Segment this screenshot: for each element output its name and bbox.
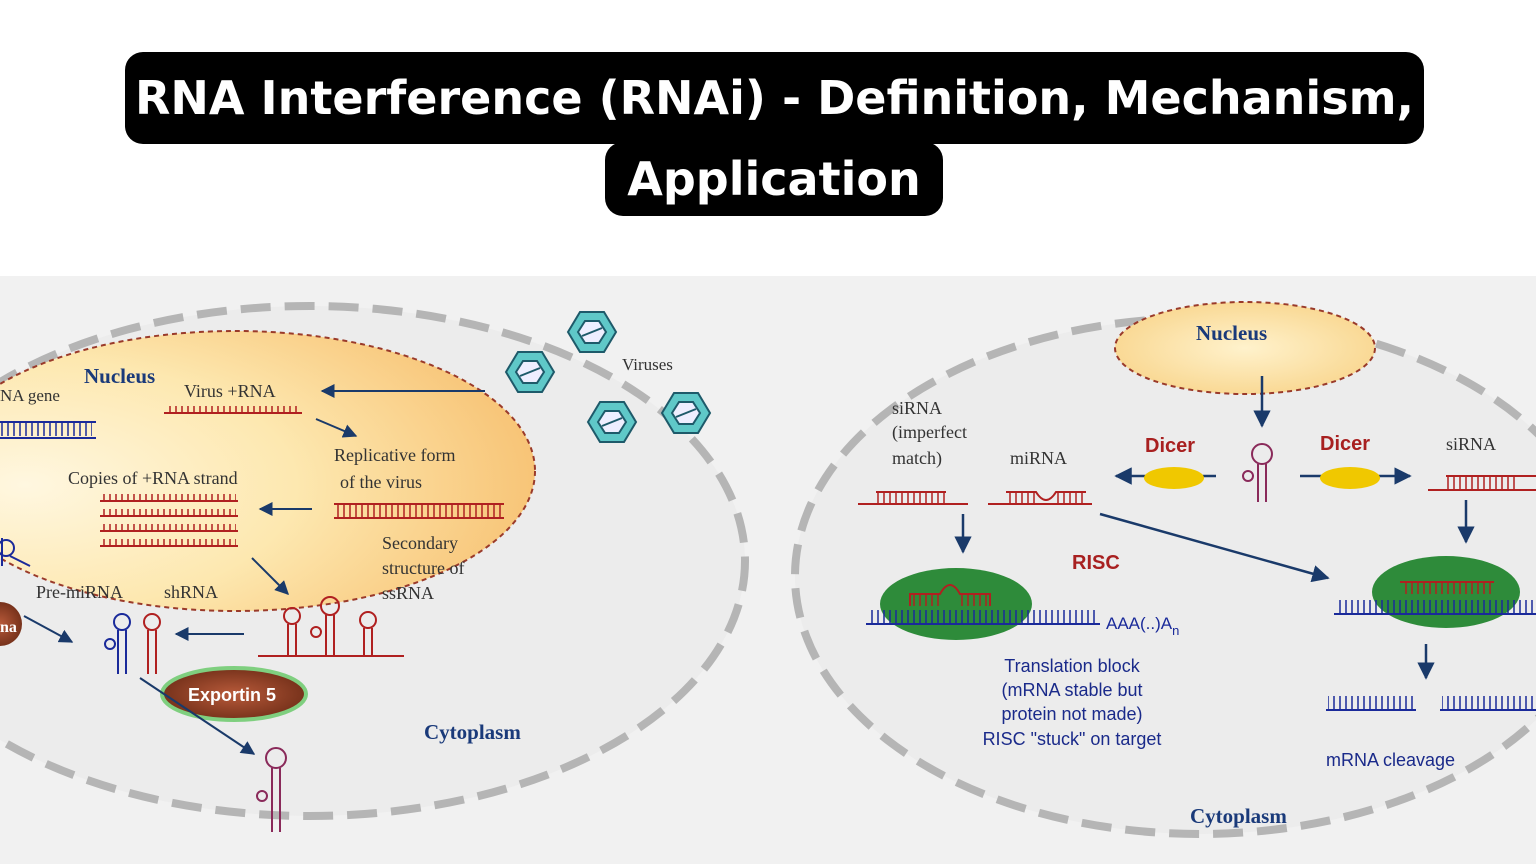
edge-protein xyxy=(0,602,22,646)
label-sirna-left-2: (imperfect xyxy=(892,422,967,443)
rna-gene-strand xyxy=(0,421,96,439)
label-polya: AAA(..)An xyxy=(1106,614,1179,638)
bound-mirna xyxy=(909,584,991,606)
ssrna-secondary-structure xyxy=(258,596,404,657)
mrna-target-left xyxy=(866,610,1100,625)
virus-icon xyxy=(660,392,712,434)
label-shrna: shRNA xyxy=(164,582,218,602)
mirna-duplex xyxy=(988,491,1092,505)
cleaved-mrna-fragments xyxy=(1326,696,1536,711)
label-secondary-3: ssRNA xyxy=(382,583,434,603)
label-mirna: miRNA xyxy=(1010,448,1067,468)
label-sirna-left-3: match) xyxy=(892,448,942,469)
label-translation-block-2: (mRNA stable but xyxy=(1001,680,1142,700)
sirna-duplex-right xyxy=(1428,475,1536,491)
replicative-form-strand xyxy=(334,503,504,519)
label-mrna-cleavage: mRNA cleavage xyxy=(1326,750,1455,770)
bound-sirna xyxy=(1400,581,1494,594)
label-rna-gene: NA gene xyxy=(0,386,60,405)
label-sirna-right: siRNA xyxy=(1446,434,1496,454)
arrow-to-replicative xyxy=(315,418,358,438)
edge-hairpin xyxy=(0,538,31,567)
right-panel: Nucleus Dicer Dicer siRNA (imperfect mat… xyxy=(791,301,1536,838)
label-secondary-2: structure of xyxy=(382,558,464,578)
label-right-nucleus: Nucleus xyxy=(1196,321,1267,345)
left-panel: Viruses Nucleus NA gene Virus +RNA Repli… xyxy=(0,302,749,832)
precursor-hairpin xyxy=(1242,443,1273,502)
label-viruses: Viruses xyxy=(622,355,673,374)
arrow-to-secondary xyxy=(251,557,289,595)
label-virus-rna: Virus +RNA xyxy=(184,381,276,401)
label-left-cytoplasm: Cytoplasm xyxy=(424,720,521,744)
rna-copies-strands xyxy=(100,494,238,547)
label-sirna-left-1: siRNA xyxy=(892,398,942,418)
mrna-target-right xyxy=(1334,600,1536,615)
label-right-cytoplasm: Cytoplasm xyxy=(1190,804,1287,828)
label-exportin: Exportin 5 xyxy=(188,685,276,705)
right-nucleus xyxy=(1114,301,1376,395)
virus-icon xyxy=(504,351,556,393)
title-text-2: Application xyxy=(627,152,921,206)
virus-icon xyxy=(586,401,638,443)
virus-rna-strand xyxy=(164,406,302,414)
risc-complex-left xyxy=(880,568,1032,640)
title-text-1: RNA Interference (RNAi) - Definition, Me… xyxy=(135,71,1414,125)
page-title-line-1: RNA Interference (RNAi) - Definition, Me… xyxy=(125,52,1424,144)
label-replicative-1: Replicative form xyxy=(334,445,455,465)
exportin-5 xyxy=(160,666,308,722)
label-secondary-1: Secondary xyxy=(382,533,458,553)
rnai-diagram: Viruses Nucleus NA gene Virus +RNA Repli… xyxy=(0,276,1536,864)
label-replicative-2: of the virus xyxy=(340,472,422,492)
label-pre-mirna: Pre-miRNA xyxy=(36,582,123,602)
dicer-enzyme-left xyxy=(1144,467,1204,489)
arrow-export xyxy=(139,677,256,755)
label-translation-block-3: protein not made) xyxy=(1001,704,1142,724)
exported-hairpin xyxy=(256,747,287,832)
label-dicer-left: Dicer xyxy=(1145,435,1195,457)
virus-icon xyxy=(566,311,618,353)
label-risc: RISC xyxy=(1072,552,1120,574)
arrow-to-pre-mirna xyxy=(23,615,74,643)
label-translation-block-4: RISC "stuck" on target xyxy=(983,729,1162,749)
label-dicer-right: Dicer xyxy=(1320,433,1370,455)
label-left-nucleus: Nucleus xyxy=(84,364,155,388)
label-translation-block-1: Translation block xyxy=(1004,656,1140,676)
sirna-duplex-left xyxy=(858,491,968,505)
dicer-enzyme-right xyxy=(1320,467,1380,489)
shrna-hairpin xyxy=(143,613,161,674)
label-copies: Copies of +RNA strand xyxy=(68,468,238,488)
pre-mirna-hairpin xyxy=(104,613,131,674)
arrow-to-risc-right xyxy=(1099,512,1330,583)
page-title-line-2: Application xyxy=(605,142,943,216)
label-edge: na xyxy=(0,619,17,636)
